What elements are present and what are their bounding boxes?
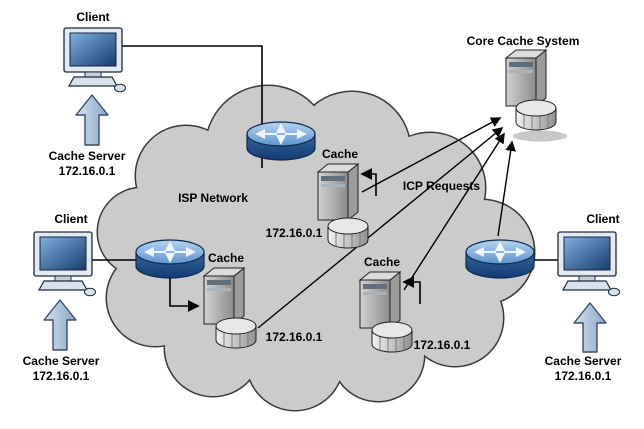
icp-request-arrow: [257, 127, 504, 329]
client-workstation-icon: [557, 231, 620, 297]
client-workstation-icon: [33, 231, 96, 297]
cache-server-caption-text: Cache Server: [48, 149, 126, 163]
cache-server-caption: Cache Server 172.16.0.1: [8, 354, 114, 384]
cache-label: Cache: [363, 255, 401, 269]
redirect-arrow: [360, 168, 377, 196]
cache-server-icon: [202, 266, 246, 326]
cache-label: Cache: [321, 147, 359, 161]
cache-server-caption: Cache Server 172.16.0.1: [34, 149, 140, 179]
cache-server-icon: [358, 270, 402, 330]
cache-server-icon: [316, 162, 360, 222]
core-cache-server-icon: [504, 48, 548, 108]
cache-server-caption: Cache Server 172.16.0.1: [530, 354, 636, 384]
cache-server-caption-text: Cache Server: [22, 354, 100, 368]
icp-request-arrow: [361, 117, 502, 193]
disk-icon: [327, 217, 369, 249]
upload-arrow-icon: [573, 302, 607, 353]
cache-label: Cache: [207, 251, 245, 265]
icp-request-arrow: [403, 132, 505, 291]
router-icon: [246, 121, 316, 161]
router-icon: [465, 239, 535, 279]
upload-arrow-icon: [75, 94, 109, 146]
disk-icon: [215, 317, 257, 349]
cache-server-ip: 172.16.0.1: [58, 164, 116, 178]
cache-ip-label: 172.16.0.1: [265, 330, 323, 344]
router-icon: [135, 239, 205, 279]
upload-arrow-icon: [43, 299, 77, 351]
client-label: Client: [54, 212, 88, 226]
cache-server-ip: 172.16.0.1: [554, 369, 612, 383]
icp-request-arrow: [497, 140, 516, 237]
core-cache-label: Core Cache System: [466, 34, 580, 48]
disk-icon: [371, 321, 413, 353]
core-cache-shadow: [513, 130, 567, 142]
icp-requests-label: ICP Requests: [402, 179, 481, 193]
cache-server-caption-text: Cache Server: [544, 354, 622, 368]
client-label: Client: [76, 10, 110, 24]
cache-ip-label: 172.16.0.1: [413, 338, 471, 352]
client-workstation-icon: [63, 27, 126, 93]
cache-server-ip: 172.16.0.1: [32, 369, 90, 383]
client-label: Client: [586, 212, 620, 226]
redirect-arrow: [169, 276, 200, 312]
core-cache-disk-icon: [515, 99, 557, 131]
cache-ip-label: 172.16.0.1: [265, 226, 323, 240]
isp-network-label: ISP Network: [178, 191, 248, 205]
